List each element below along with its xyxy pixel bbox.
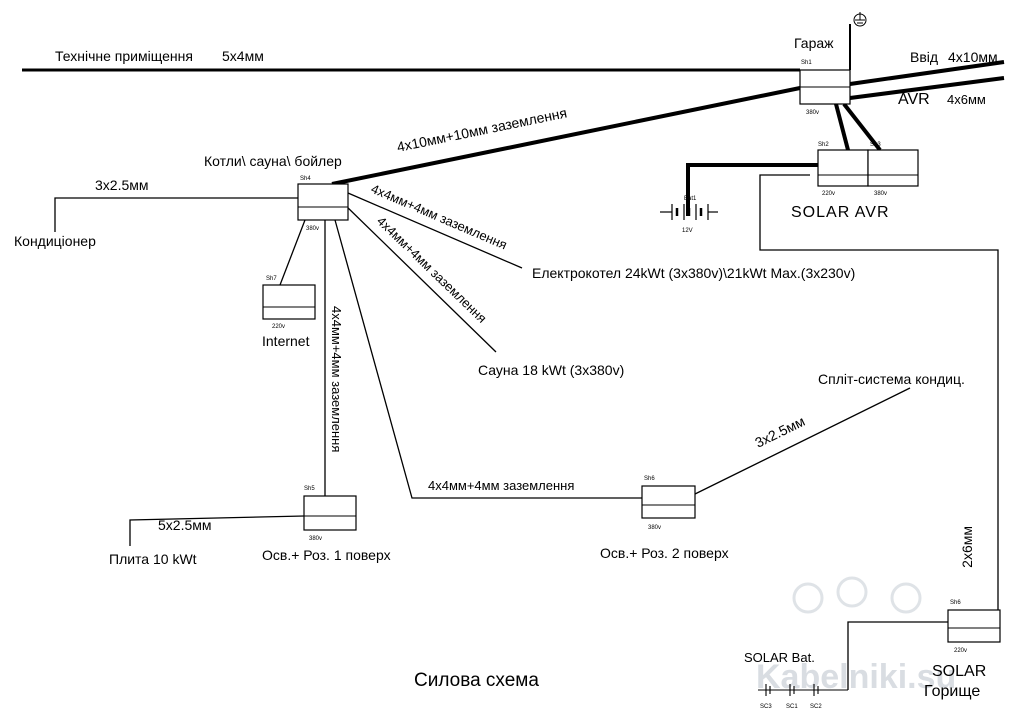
solar-cell-label: SC1 [786,704,798,710]
svg-text:220v: 220v [272,324,285,330]
internet-label: Internet [262,333,310,349]
input-cable: 4х10мм [948,49,998,65]
panel-sh6-attic: Sh6 220v [947,600,1001,654]
svg-text:380v: 380v [648,525,661,531]
attic-label: Горище [924,683,980,700]
garage-label: Гараж [794,35,834,51]
input-label: Ввід [910,49,938,65]
svg-text:Sh3: Sh3 [870,142,881,148]
svg-text:380v: 380v [306,226,319,232]
solar-avr-label: SOLAR AVR [791,204,890,221]
wiring [54,174,999,690]
floor1-cable-label: 4х4мм+4мм заземлення [329,306,344,452]
floor2-label: Осв.+ Роз. 2 поверх [600,545,729,561]
main-cable-label: 4х10мм+10мм заземлення [395,104,568,155]
ac-cable-label: 3х2.5мм [95,177,149,193]
split-cable-label: 3х2.5мм [752,413,807,451]
boiler-label: Електрокотел 24kWt (3х380v)\21kWt Max.(3… [532,265,855,281]
svg-text:Sh7: Sh7 [266,276,277,282]
svg-text:380v: 380v [874,191,887,197]
tech-room-cable: 5х4мм [222,48,264,64]
split-label: Спліт-система кондиц. [818,371,965,387]
solar-cells-icon [758,684,848,696]
svg-text:380v: 380v [309,536,322,542]
svg-text:Sh2: Sh2 [818,142,829,148]
svg-text:Sh4: Sh4 [300,176,311,182]
battery-icon [660,204,718,220]
svg-text:Sh6: Sh6 [644,476,655,482]
svg-text:220v: 220v [954,648,967,654]
stove-label: Плита 10 kWt [109,551,197,567]
panel-sh4: Sh4 380v [297,176,349,232]
avr-cable: 4х6мм [947,92,986,107]
svg-text:Sh5: Sh5 [304,486,315,492]
solar-cell-label: SC2 [810,704,822,710]
floor2-cable-label: 4х4мм+4мм заземлення [428,478,574,493]
ac-label: Кондиціонер [14,233,96,249]
battery-name: Bat1 [684,196,697,202]
stove-cable-label: 5х2.5мм [158,517,212,533]
panel-sh3: Sh3 380v [867,142,919,197]
solar-bat-label: SOLAR Bat. [744,650,815,665]
battery-voltage: 12V [682,228,693,234]
svg-text:220v: 220v [822,191,835,197]
svg-text:Sh1: Sh1 [801,60,812,66]
panel-sh5: Sh5 380v [303,486,357,542]
supply-lines [22,24,1005,216]
boiler-cable-label: 4х4мм+4мм заземлення [369,181,509,252]
diagram-title: Силова схема [414,670,539,691]
svg-text:380v: 380v [806,110,819,116]
floor1-label: Осв.+ Роз. 1 поверх [262,547,391,563]
solar-cell-label: SC3 [760,704,772,710]
watermark: Kabelniki.su [756,576,956,696]
svg-text:Sh6: Sh6 [950,600,961,606]
avr-label: AVR [898,91,930,108]
panel-sh1: Sh1 380v [799,60,851,116]
ground-icon [853,12,867,27]
sauna-label: Сауна 18 kWt (3х380v) [478,362,624,378]
attic-cable-label: 2х6мм [959,526,975,568]
panel-sh7: Sh7 220v [262,276,316,330]
boiler-room-label: Котли\ сауна\ бойлер [204,153,342,169]
panel-sh2: Sh2 220v [817,142,869,197]
tech-room-label: Технічне приміщення [55,48,193,64]
solar-label: SOLAR [932,663,986,680]
panel-sh6-floor2: Sh6 380v [641,476,696,531]
